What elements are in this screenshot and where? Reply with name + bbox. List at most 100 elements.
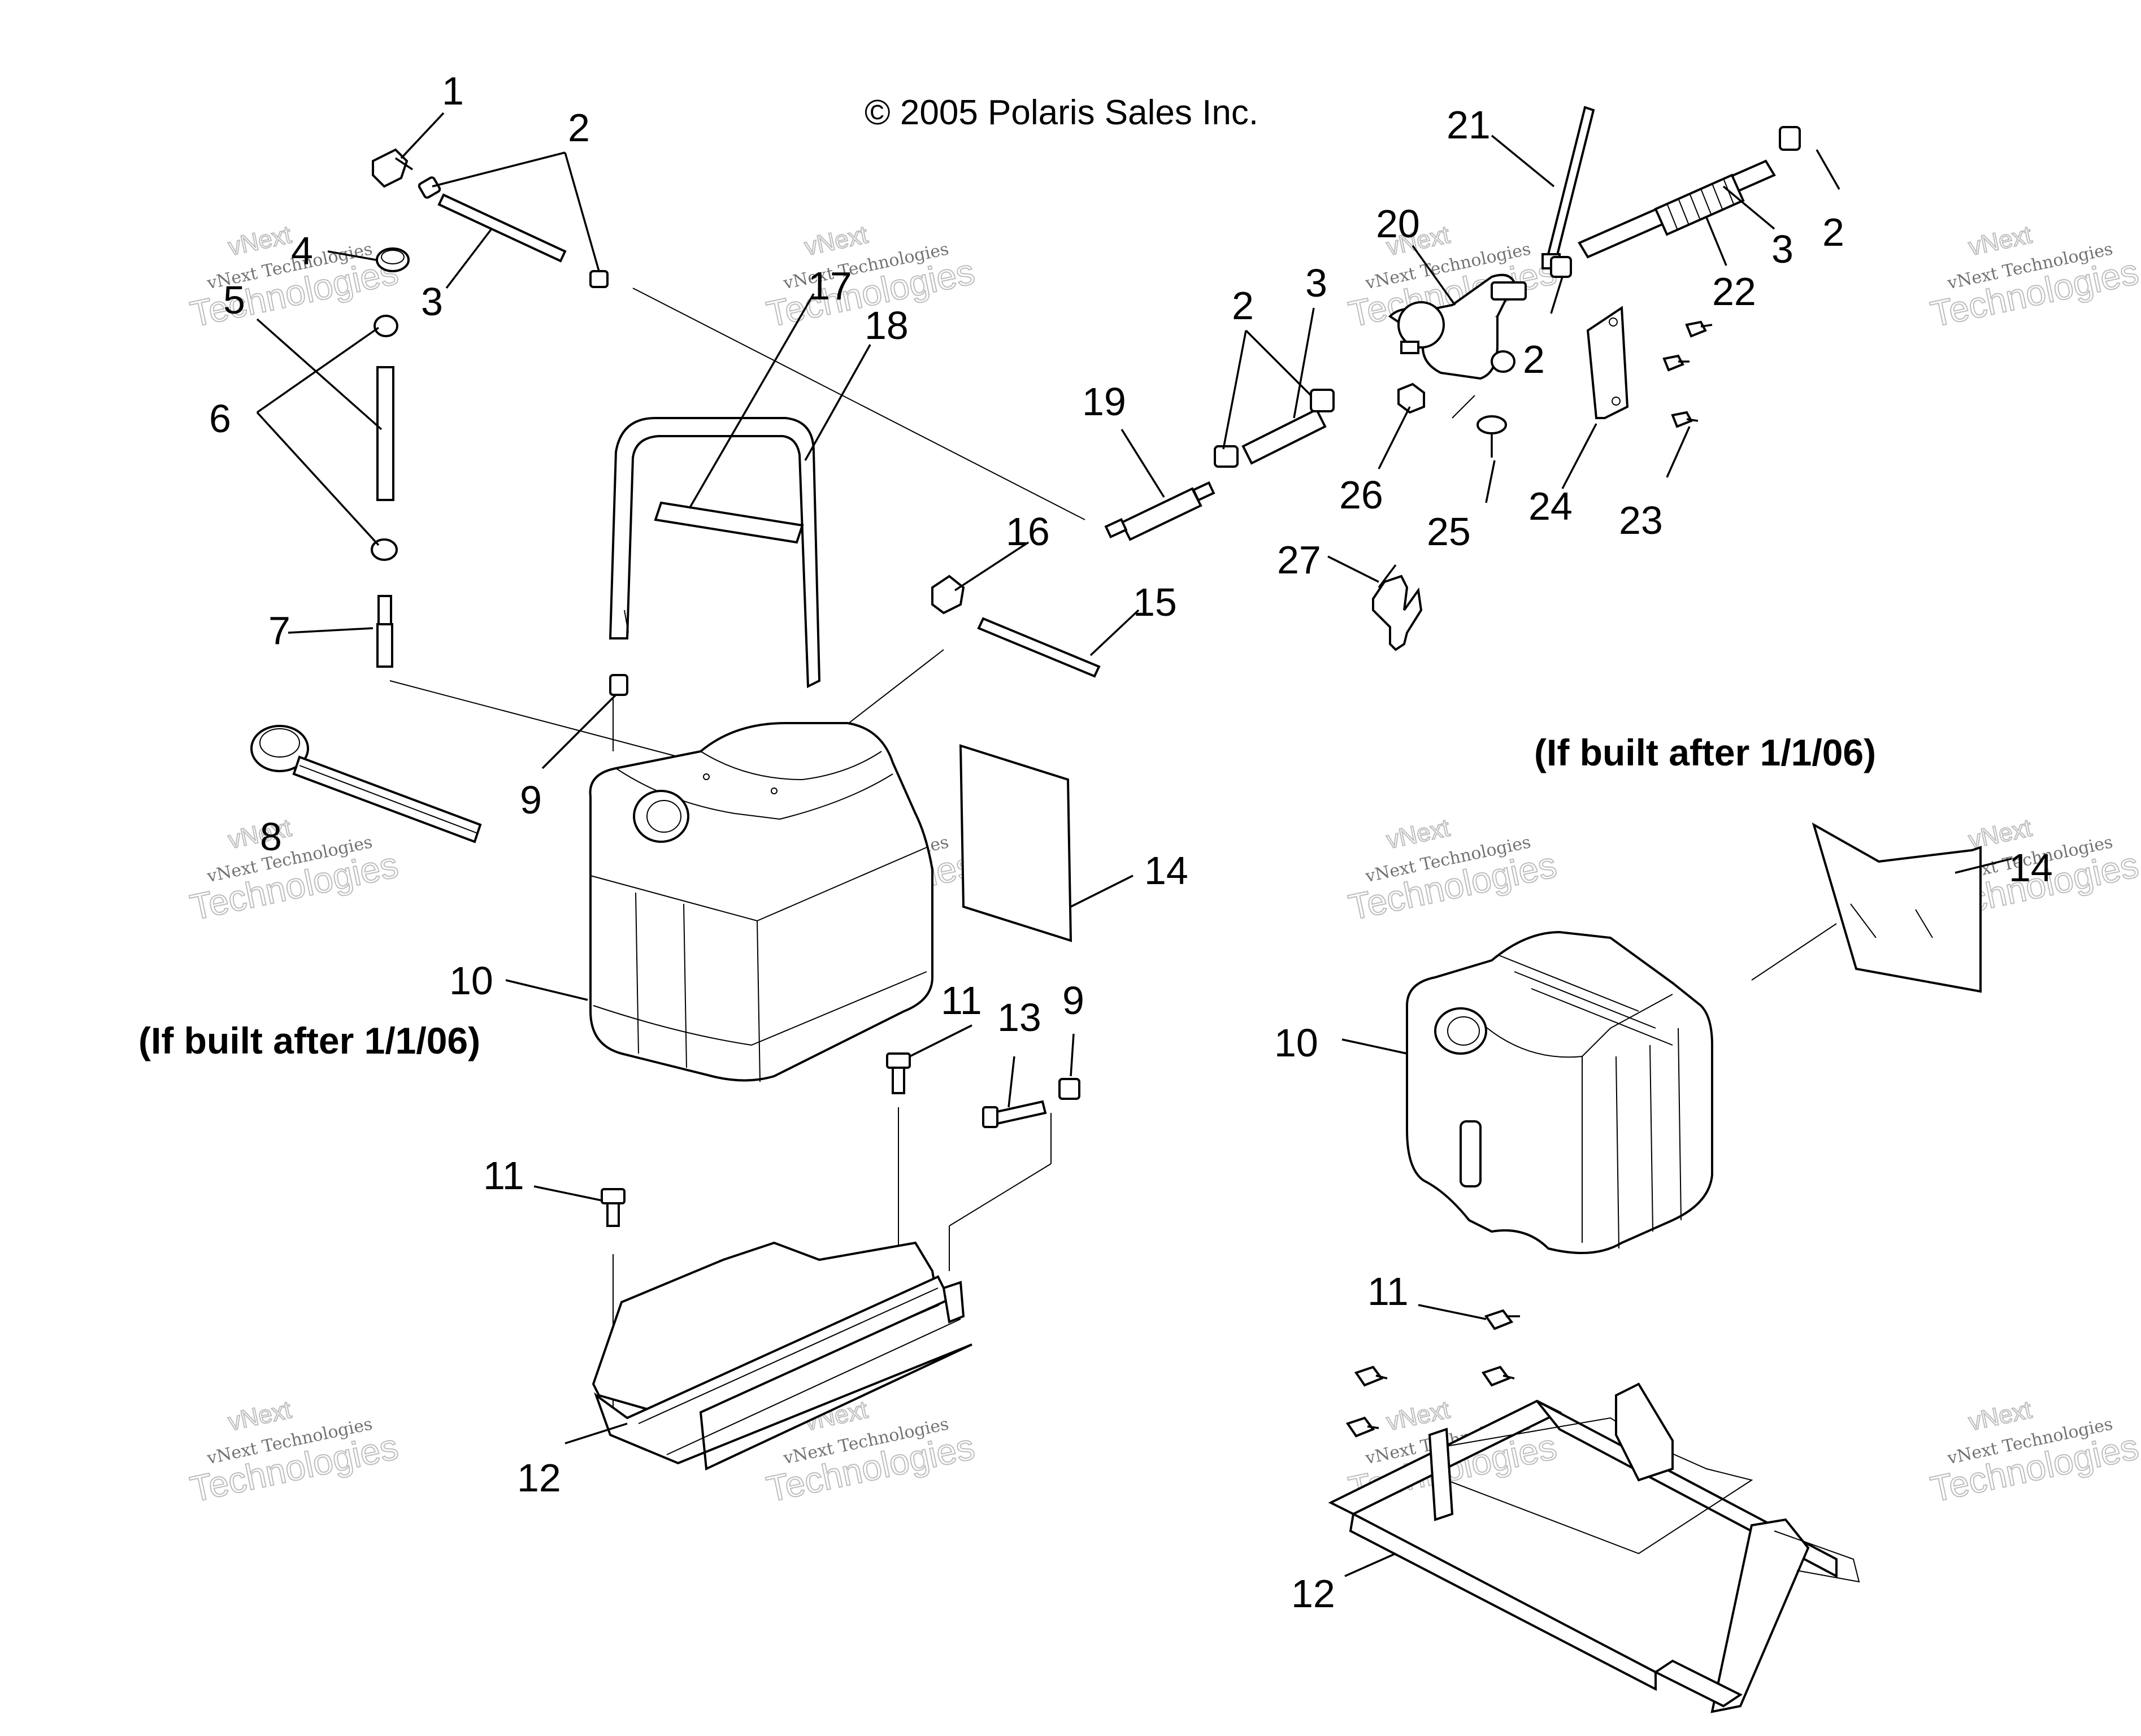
callout-3b: 3: [1305, 261, 1327, 305]
part-hose-3: [437, 193, 567, 263]
callout-11b: 11: [483, 1154, 524, 1198]
part-tube-5: [376, 366, 394, 501]
watermark-4: vNext vNext Technologies Technologies: [1926, 220, 2141, 336]
callout-7: 7: [268, 608, 290, 652]
callout-16: 16: [1006, 510, 1050, 554]
callout-10b: 10: [1274, 1021, 1318, 1065]
callout-11: 11: [941, 978, 982, 1023]
part-hose-3b: [1241, 408, 1327, 465]
callout-17: 17: [808, 264, 852, 308]
watermark-9: vNext vNext Technologies Technologies: [186, 1395, 402, 1511]
part-sender-8: [250, 725, 482, 843]
callout-18: 18: [865, 303, 909, 347]
part-nut-9a: [609, 674, 628, 696]
callout-22: 22: [1712, 269, 1756, 314]
callout-26: 26: [1339, 473, 1383, 517]
watermark-line1: vNext: [226, 221, 294, 261]
part-bolt-11f: [1345, 1416, 1379, 1438]
part-fitting-7: [376, 595, 393, 668]
part-frame-12b: [1328, 1382, 1860, 1713]
callout-14b: 14: [2009, 846, 2053, 890]
watermark-5: vNext vNext Technologies Technologies: [186, 813, 402, 929]
callout-15: 15: [1133, 580, 1177, 624]
build-note-left: (If built after 1/1/06): [138, 1020, 480, 1061]
callout-8: 8: [260, 815, 282, 859]
part-cap-2f: [1310, 389, 1335, 412]
callout-23: 23: [1619, 498, 1663, 542]
part-bolt-11c: [1484, 1309, 1520, 1330]
watermark-line1: vNext: [802, 221, 870, 261]
callout-2d: 2: [1822, 210, 1844, 254]
callout-20: 20: [1376, 202, 1420, 246]
callout-25: 25: [1427, 510, 1471, 554]
part-fuel-tank-10b: [1406, 930, 1713, 1254]
part-clamp-4: [376, 247, 410, 272]
part-fitting-1: [372, 148, 413, 188]
part-clip-27: [1372, 564, 1423, 651]
callout-12: 12: [517, 1456, 561, 1500]
part-cap-2e: [1214, 445, 1239, 468]
callout-14: 14: [1144, 849, 1188, 893]
callout-19: 19: [1082, 380, 1126, 424]
watermark-line1: vNext: [226, 1396, 294, 1436]
part-nut-9b: [1058, 1078, 1080, 1100]
part-screw-25: [1476, 415, 1507, 458]
callout-4: 4: [291, 229, 313, 273]
callout-21: 21: [1447, 103, 1491, 147]
callout-3: 3: [421, 280, 443, 324]
watermark-line1: vNext: [1384, 814, 1452, 854]
part-screw-23a: [1685, 320, 1713, 338]
callout-11c: 11: [1367, 1269, 1409, 1313]
part-bolt-13: [982, 1100, 1047, 1128]
callout-9b: 9: [1062, 978, 1084, 1023]
part-bolt-11b: [601, 1188, 626, 1227]
part-valve-20: [1388, 273, 1527, 380]
callout-3c: 3: [1771, 227, 1793, 271]
callout-2b: 2: [1232, 284, 1254, 328]
part-tray-12a: [592, 1241, 972, 1471]
part-hose-15: [977, 617, 1101, 678]
part-cap-2h: [1779, 126, 1801, 151]
callout-5: 5: [223, 278, 245, 322]
part-pad-14b: [1812, 822, 1982, 993]
assembly-lines: [389, 288, 1837, 1412]
copyright-notice: © 2005 Polaris Sales Inc.: [865, 93, 1258, 132]
callouts: 1 2 3 4 5 6 7 8 9 10 11 12 13 9 11 14 15…: [209, 69, 2053, 1616]
part-strap-18: [609, 417, 821, 689]
callout-13: 13: [997, 995, 1041, 1039]
part-fuel-tank-10a: [589, 722, 933, 1082]
callout-6: 6: [209, 397, 231, 441]
part-pad-17: [654, 501, 804, 544]
watermark-12: vNext vNext Technologies Technologies: [1926, 1395, 2141, 1511]
part-bolt-11a: [886, 1052, 911, 1094]
callout-2: 2: [568, 106, 590, 150]
watermark-10: vNext vNext Technologies Technologies: [762, 1395, 978, 1511]
callout-9: 9: [520, 778, 542, 822]
callout-12b: 12: [1291, 1572, 1335, 1616]
part-nut-26: [1397, 382, 1425, 414]
watermark-7: vNext vNext Technologies Technologies: [1344, 813, 1560, 929]
part-bolt-11d: [1354, 1365, 1388, 1387]
build-note-right: (If built after 1/1/06): [1534, 732, 1876, 773]
part-bolt-11e: [1481, 1365, 1515, 1387]
callout-24: 24: [1528, 484, 1573, 528]
watermark-line1: vNext: [1966, 221, 2034, 261]
watermark-1: vNext vNext Technologies Technologies: [186, 220, 402, 336]
callout-1: 1: [442, 69, 464, 113]
part-pad-14a: [959, 744, 1072, 942]
part-fitting-19: [1104, 481, 1215, 541]
part-cap-6a: [374, 315, 398, 337]
part-cap-2b: [589, 270, 609, 288]
part-screw-23c: [1671, 411, 1699, 428]
part-cap-2a: [418, 176, 441, 199]
part-spring-22: [1654, 173, 1745, 236]
part-bracket-24: [1586, 306, 1629, 419]
callout-2c: 2: [1523, 337, 1545, 381]
callout-10: 10: [449, 959, 493, 1003]
part-cap-2g: [1550, 256, 1572, 278]
part-fitting-16: [931, 575, 965, 615]
part-screw-23b: [1662, 354, 1690, 372]
watermark-line1: vNext: [1966, 1396, 2034, 1436]
callout-27: 27: [1277, 538, 1321, 582]
